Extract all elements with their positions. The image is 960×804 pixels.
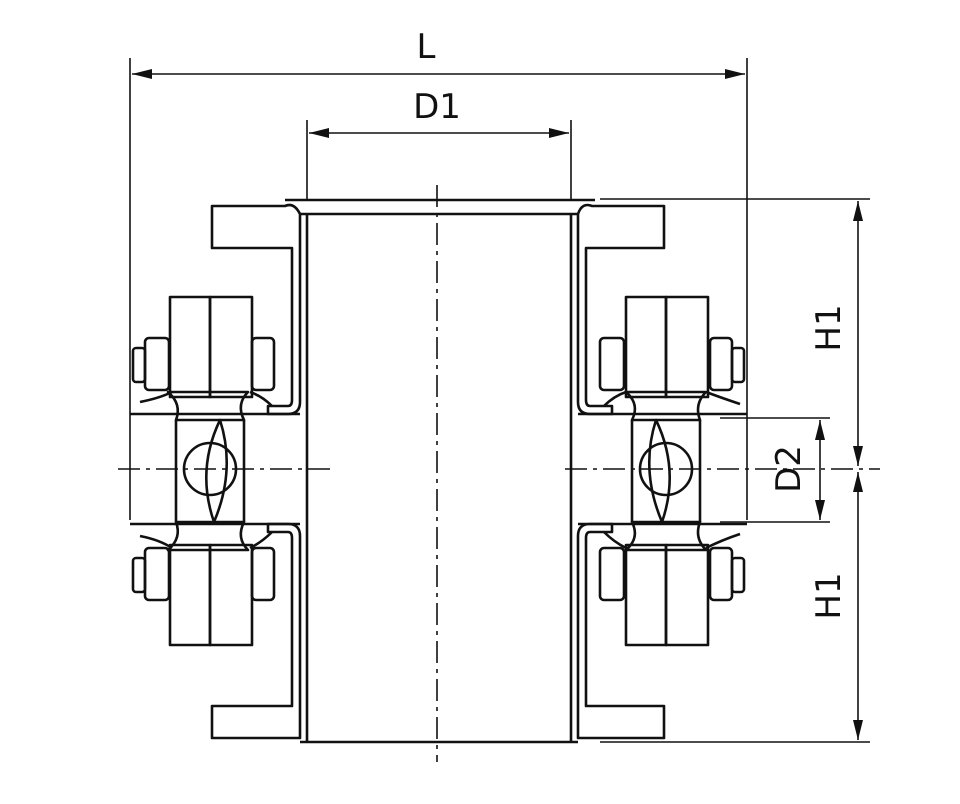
dimension-H1-upper: H1 <box>600 198 870 466</box>
flange-right-lower <box>576 522 666 740</box>
dimension-label-H1-lower: H1 <box>809 572 849 619</box>
dimension-D1: D1 <box>306 87 572 200</box>
clamp-ring-left-upper <box>168 295 254 399</box>
gasket-right <box>578 390 747 552</box>
dimension-L: L <box>129 27 748 520</box>
bolt-right-upper <box>598 336 746 392</box>
pipe-body <box>285 198 595 744</box>
bolt-left-lower <box>131 546 276 602</box>
dimension-label-L: L <box>417 27 436 67</box>
dimension-H1-lower: H1 <box>600 472 870 743</box>
bolt-right-lower <box>598 546 746 602</box>
dimension-label-D1: D1 <box>413 87 461 127</box>
dimension-D2: D2 <box>720 417 830 523</box>
clamp-ring-left-lower <box>168 543 254 647</box>
clamp-ring-right-upper <box>624 295 710 399</box>
gasket-left <box>130 390 300 552</box>
bolt-left-upper <box>131 336 276 392</box>
clamp-ring-right-lower <box>624 543 710 647</box>
dimension-label-H1-upper: H1 <box>809 304 849 351</box>
flange-left-lower <box>210 522 302 740</box>
flange-right-upper <box>576 203 666 416</box>
flange-left-upper <box>210 203 302 416</box>
